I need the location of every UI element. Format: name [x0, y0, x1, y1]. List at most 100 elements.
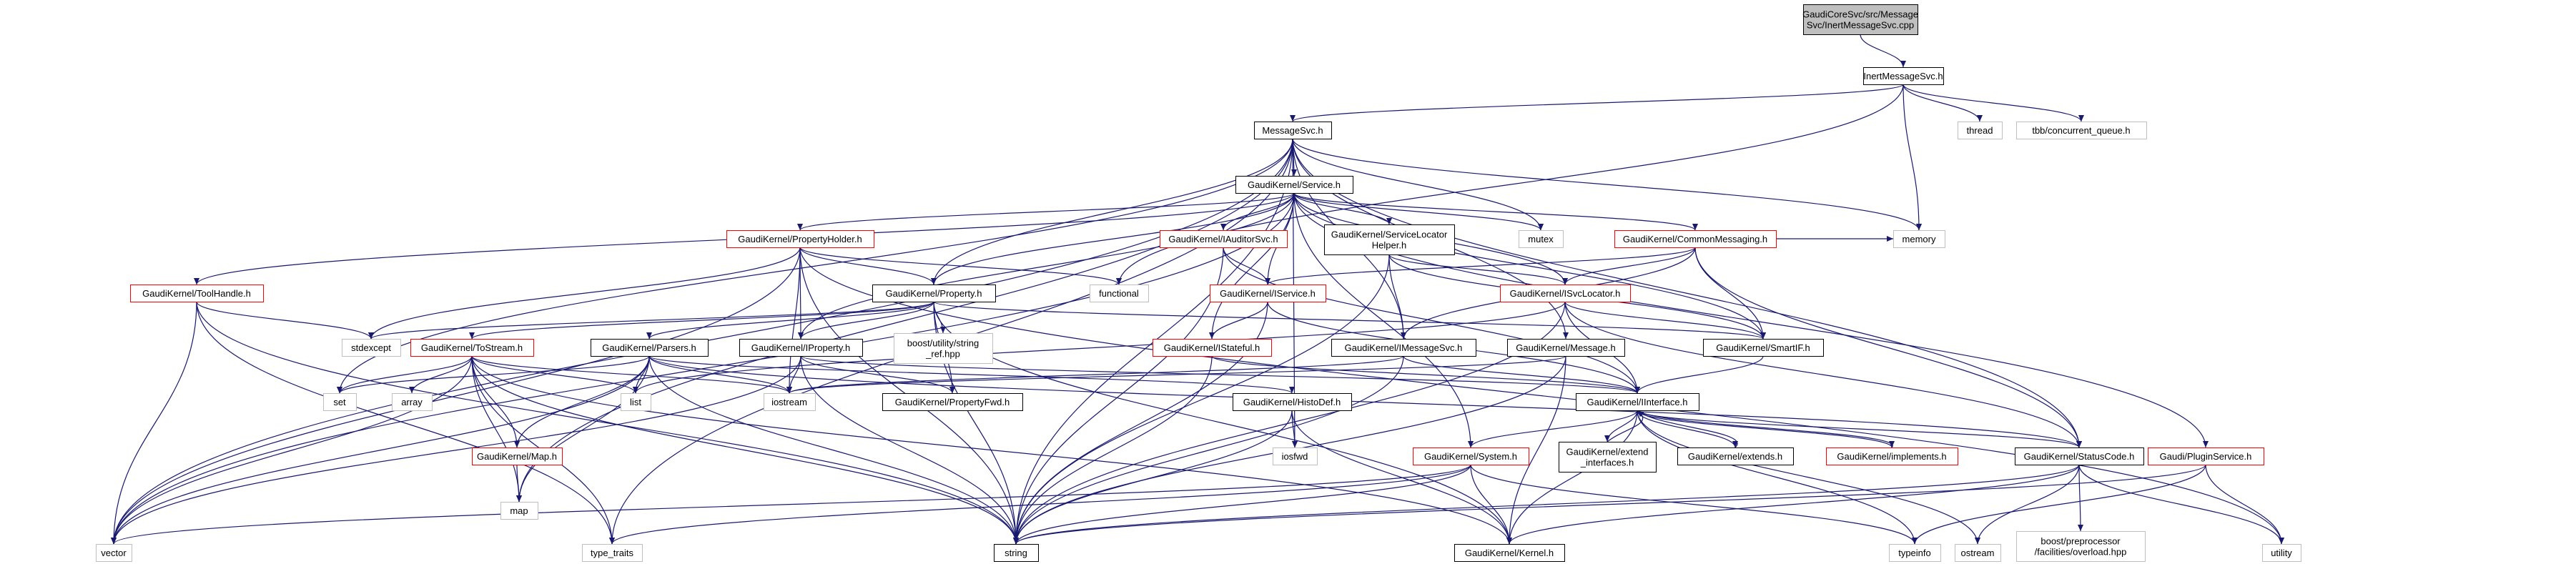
edge-parsers-to-statuscode [648, 355, 2082, 448]
node-memory[interactable]: memory [1893, 230, 1945, 248]
node-toolhandle[interactable]: GaudiKernel/ToolHandle.h [130, 285, 264, 302]
node-iservice[interactable]: GaudiKernel/IService.h [1210, 285, 1326, 302]
edge-service-to-istateful [1209, 192, 1295, 340]
edge-parsers-to-iostream [648, 355, 792, 394]
node-message[interactable]: GaudiKernel/Message.h [1507, 339, 1625, 357]
node-box [1210, 285, 1326, 302]
node-implements[interactable]: GaudiKernel/implements.h [1826, 447, 1958, 465]
edge-isvclocator-to-statuscode [1564, 301, 2082, 448]
node-label: GaudiKernel/Kernel.h [1465, 548, 1554, 558]
node-label: InertMessageSvc.h [1863, 71, 1943, 81]
node-string[interactable]: string [994, 544, 1039, 562]
edge-iinterface-to-kernel [1506, 410, 1638, 545]
node-map[interactable]: map [500, 502, 538, 520]
node-mutex[interactable]: mutex [1519, 230, 1564, 248]
node-typeinfo[interactable]: typeinfo [1889, 544, 1941, 562]
node-statuscode[interactable]: GaudiKernel/StatusCode.h [2015, 447, 2144, 465]
node-extends[interactable]: GaudiKernel/extends.h [1677, 447, 1794, 465]
edge-iinterface-to-statuscode [1637, 410, 2082, 448]
node-label: Helper.h [1372, 240, 1406, 251]
node-mapgk[interactable]: GaudiKernel/Map.h [472, 447, 563, 465]
edge-mapgk-to-map [515, 464, 522, 503]
edge-tostream-to-string [471, 355, 1019, 545]
edge-parsers-to-mapgk [514, 355, 650, 448]
edge-tostream-to-list [471, 355, 638, 394]
node-imsgsvc[interactable]: GaudiKernel/IMessageSvc.h [1331, 339, 1476, 357]
node-propholder[interactable]: GaudiKernel/PropertyHolder.h [726, 230, 874, 248]
edge-parsers-to-vector [111, 355, 650, 545]
node-label: string [1005, 548, 1027, 558]
edge-statuscode-to-string [1013, 464, 2080, 545]
node-property[interactable]: GaudiKernel/Property.h [872, 285, 996, 302]
node-box [1500, 285, 1631, 302]
node-ostream[interactable]: ostream [1955, 544, 2001, 562]
edge-pluginsvc-to-utility [2205, 464, 2284, 545]
node-label: _ref.hpp [925, 349, 960, 360]
node-label: Svc/InertMessageSvc.cpp [1807, 20, 1914, 31]
edge-message-to-iostream [786, 355, 1566, 394]
edge-smartif-to-iinterface [1634, 355, 1764, 394]
node-propfwd[interactable]: GaudiKernel/PropertyFwd.h [882, 393, 1023, 411]
node-label: GaudiKernel/IService.h [1220, 288, 1316, 299]
node-iinterface[interactable]: GaudiKernel/IInterface.h [1576, 393, 1699, 411]
node-box [1559, 442, 1657, 473]
node-set[interactable]: set [323, 393, 357, 411]
node-iosfwd[interactable]: iosfwd [1273, 447, 1318, 465]
node-label: iostream [771, 397, 807, 407]
node-parsers[interactable]: GaudiKernel/Parsers.h [591, 339, 709, 357]
node-service[interactable]: GaudiKernel/Service.h [1235, 176, 1353, 194]
node-box [1454, 544, 1565, 562]
edge-property-to-smartif [933, 301, 1766, 340]
node-vector[interactable]: vector [96, 544, 132, 562]
node-box [1519, 230, 1564, 248]
node-commonmsg[interactable]: GaudiKernel/CommonMessaging.h [1614, 230, 1777, 248]
edge-msgsvc-to-property [931, 138, 1293, 285]
node-label: boost/preprocessor [2040, 536, 2121, 547]
node-istateful[interactable]: GaudiKernel/IStateful.h [1153, 339, 1272, 357]
node-system[interactable]: GaudiKernel/System.h [1413, 447, 1529, 465]
node-box [1235, 176, 1353, 194]
node-boostpp[interactable]: boost/preprocessor/facilities/overload.h… [2016, 531, 2146, 562]
node-iproperty[interactable]: GaudiKernel/IProperty.h [739, 339, 863, 357]
node-root[interactable]: GaudiCoreSvc/src/MessageSvc/InertMessage… [1802, 4, 1918, 35]
edge-tostream-to-mapgk [471, 355, 520, 448]
node-array[interactable]: array [392, 393, 433, 411]
node-label: thread [1967, 125, 1993, 136]
node-histodef[interactable]: GaudiKernel/HistoDef.h [1233, 393, 1352, 411]
node-box [764, 393, 816, 411]
node-box [1273, 447, 1318, 465]
edge-service-to-mutex [1293, 192, 1544, 231]
edge-parsers-to-set [337, 355, 650, 394]
node-inert[interactable]: InertMessageSvc.h [1863, 67, 1944, 85]
node-label: tbb/concurrent_queue.h [2032, 125, 2130, 136]
node-boostsr[interactable]: boost/utility/string_ref.hpp [894, 333, 993, 364]
node-stdexcept[interactable]: stdexcept [342, 339, 401, 357]
edge-service-to-smartif [1293, 192, 1766, 340]
edge-inert-to-msgsvc [1290, 84, 1904, 122]
node-thread[interactable]: thread [1958, 122, 2003, 139]
node-tbbq[interactable]: tbb/concurrent_queue.h [2016, 122, 2147, 139]
node-tostream[interactable]: GaudiKernel/ToStream.h [410, 339, 534, 357]
node-isvclocator[interactable]: GaudiKernel/ISvcLocator.h [1500, 285, 1631, 302]
node-label: Gaudi/PluginService.h [2160, 451, 2252, 462]
node-smartif[interactable]: GaudiKernel/SmartIF.h [1703, 339, 1824, 357]
edge-service-to-svclochelper [1293, 192, 1392, 225]
node-iostream[interactable]: iostream [764, 393, 816, 411]
node-pluginsvc[interactable]: Gaudi/PluginService.h [2148, 447, 2264, 465]
node-typetraits[interactable]: type_traits [582, 544, 643, 562]
node-iauditor[interactable]: GaudiKernel/IAuditorSvc.h [1160, 230, 1288, 248]
edge-tostream-to-array [409, 355, 473, 394]
node-box [1153, 339, 1272, 357]
node-list[interactable]: list [621, 393, 651, 411]
node-box [726, 230, 874, 248]
node-extendif[interactable]: GaudiKernel/extend_interfaces.h [1559, 442, 1657, 473]
edge-iauditor-to-iinterface [1223, 247, 1640, 394]
edge-tostream-to-set [337, 355, 473, 394]
node-msgsvc[interactable]: MessageSvc.h [1254, 122, 1332, 139]
node-label: GaudiKernel/IProperty.h [751, 342, 851, 353]
node-kernel[interactable]: GaudiKernel/Kernel.h [1454, 544, 1565, 562]
node-utility[interactable]: utility [2262, 544, 2301, 562]
edge-service-to-property [931, 192, 1295, 285]
node-functional[interactable]: functional [1090, 285, 1149, 302]
